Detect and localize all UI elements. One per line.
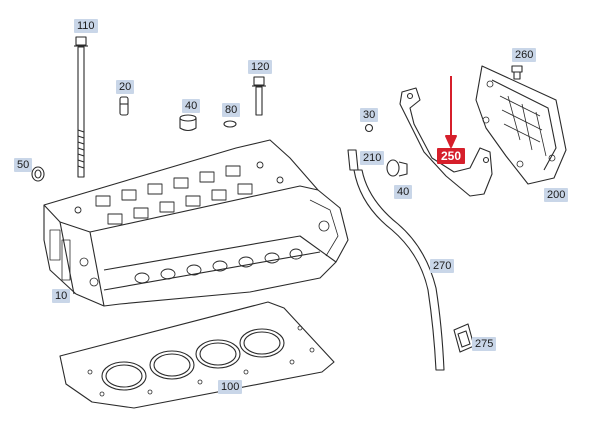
callout-30: 30 xyxy=(360,108,379,122)
callout-10: 10 xyxy=(52,289,71,303)
callout-50: 50 xyxy=(14,158,33,172)
sleeve xyxy=(179,114,197,132)
cover-gasket xyxy=(399,87,493,197)
callout-210: 210 xyxy=(360,151,385,165)
callout-20: 20 xyxy=(116,80,135,94)
screw xyxy=(511,65,523,80)
callout-40-sleeve: 40 xyxy=(182,99,201,113)
dowel-pin xyxy=(119,96,129,116)
bolt-short xyxy=(252,76,266,116)
callout-250-highlighted: 250 xyxy=(437,148,466,164)
callout-110: 110 xyxy=(74,19,98,33)
callout-40-plug: 40 xyxy=(394,185,413,199)
plug xyxy=(31,166,45,182)
o-ring xyxy=(364,123,374,133)
head-bolt-long xyxy=(74,36,88,178)
callout-270: 270 xyxy=(430,259,455,273)
guide-tube xyxy=(353,169,445,371)
seal-ring xyxy=(223,120,237,128)
highlight-arrow xyxy=(445,76,457,148)
callout-275: 275 xyxy=(472,337,497,351)
callout-100: 100 xyxy=(218,380,243,394)
retaining-clip xyxy=(453,323,475,353)
callout-200: 200 xyxy=(544,188,569,202)
sealing-plug xyxy=(386,159,408,177)
head-gasket xyxy=(59,301,335,409)
tube-fitting xyxy=(347,149,359,171)
cylinder-head xyxy=(43,139,349,307)
callout-260: 260 xyxy=(512,48,537,62)
callout-120: 120 xyxy=(248,60,273,74)
callout-80: 80 xyxy=(222,103,241,117)
timing-cover xyxy=(475,65,567,185)
